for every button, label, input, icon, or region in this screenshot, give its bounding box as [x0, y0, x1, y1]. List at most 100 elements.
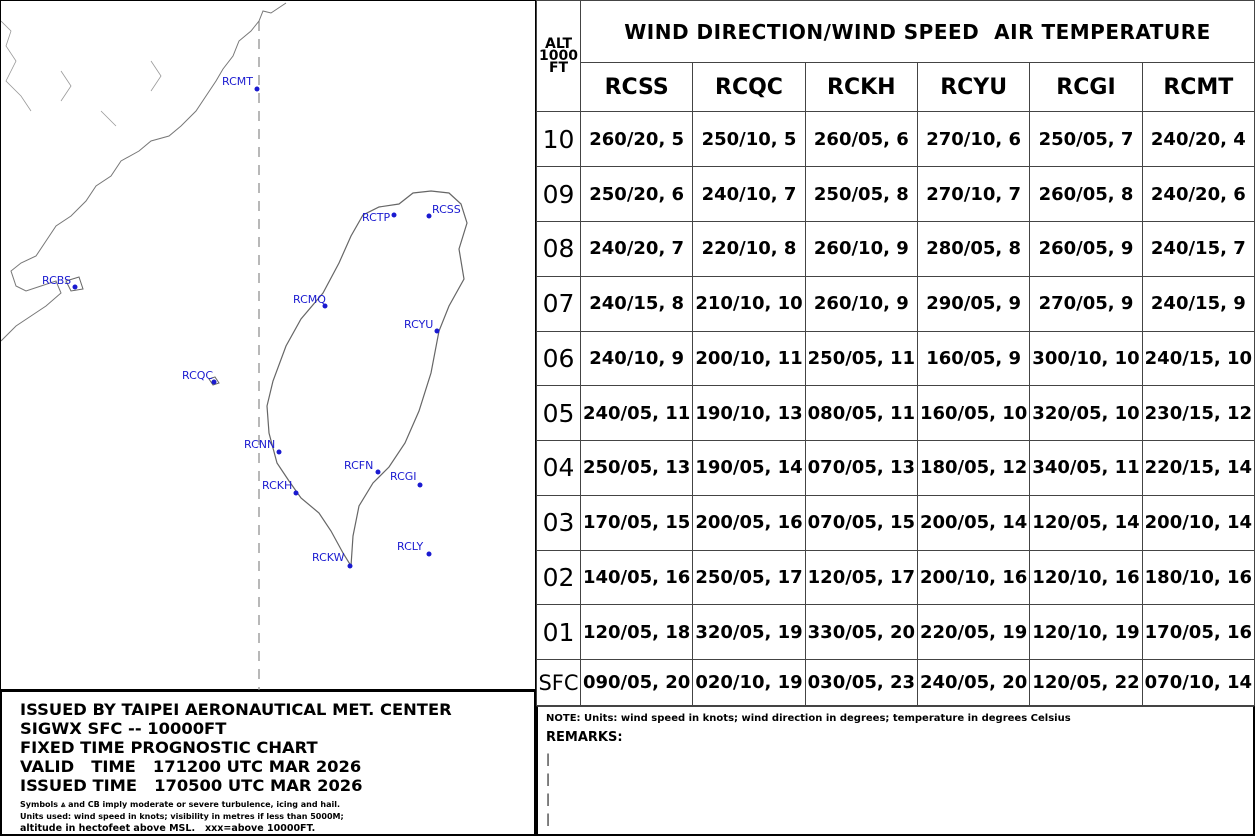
station-label-rcqc: RCQC — [182, 369, 214, 382]
wind-temp-cell: 080/05, 11 — [804, 385, 918, 442]
wind-temp-cell: 020/10, 19 — [692, 659, 806, 706]
wind-temp-cell: 220/10, 8 — [692, 220, 806, 277]
wind-temp-cell: 260/10, 9 — [804, 220, 918, 277]
units-note: NOTE: Units: wind speed in knots; wind d… — [546, 713, 1071, 724]
wind-temp-cell: 260/05, 8 — [1029, 166, 1143, 222]
wind-temp-cell: 320/05, 19 — [692, 604, 806, 661]
wind-temp-cell: 090/05, 20 — [579, 659, 694, 706]
altitude-cell: 03 — [536, 494, 581, 551]
wind-temp-cell: 120/05, 22 — [1029, 659, 1143, 706]
symbols-note: Symbols ⩓ and CB imply moderate or sever… — [20, 800, 341, 809]
station-header-rcgi: RCGI — [1029, 62, 1143, 113]
station-label-rcly: RCLY — [397, 540, 424, 553]
wind-temp-cell: 240/15, 7 — [1141, 220, 1256, 277]
wind-temp-cell: 200/05, 14 — [916, 494, 1031, 551]
wind-temp-cell: 250/05, 11 — [804, 330, 918, 387]
station-dots — [72, 86, 440, 569]
wind-temp-cell: 250/05, 7 — [1029, 111, 1143, 168]
wind-temp-cell: 220/05, 19 — [916, 604, 1031, 661]
wind-temp-cell: 120/10, 19 — [1029, 604, 1143, 661]
wind-temp-cell: 190/10, 13 — [692, 385, 806, 442]
station-label-rctp: RCTP — [362, 211, 391, 224]
units-note: Units used: wind speed in knots; visibil… — [20, 812, 344, 821]
wind-temp-cell: 200/10, 16 — [916, 549, 1031, 606]
altitude-cell: 08 — [536, 220, 581, 277]
wind-temp-cell: 120/05, 18 — [579, 604, 694, 661]
remark-line: | — [546, 792, 551, 806]
wind-temp-cell: 240/10, 7 — [692, 166, 806, 222]
wind-temp-cell: 070/10, 14 — [1141, 659, 1256, 706]
wind-temp-cell: 320/05, 10 — [1029, 385, 1143, 442]
wind-temp-cell: 240/20, 6 — [1141, 166, 1256, 222]
station-label-rcfn: RCFN — [344, 459, 374, 472]
kinmen-island — [65, 276, 84, 292]
wind-temp-cell: 200/10, 11 — [692, 330, 806, 387]
altitude-cell: 05 — [536, 385, 581, 442]
wind-temp-cell: 260/10, 9 — [804, 275, 918, 332]
wind-temp-cell: 280/05, 8 — [916, 220, 1031, 277]
wind-temp-cell: 140/05, 16 — [579, 549, 694, 606]
wind-temp-cell: 200/05, 16 — [692, 494, 806, 551]
wind-temp-cell: 290/05, 9 — [916, 275, 1031, 332]
altitude-cell: 01 — [536, 604, 581, 661]
wind-temp-cell: 250/05, 13 — [579, 440, 694, 496]
wind-temp-cell: 070/05, 15 — [804, 494, 918, 551]
wind-temp-cell: 240/05, 11 — [579, 385, 694, 442]
altitude-cell: 06 — [536, 330, 581, 387]
notes-box: NOTE: Units: wind speed in knots; wind d… — [536, 706, 1255, 836]
wind-temp-cell: 250/05, 8 — [804, 166, 918, 222]
wind-temp-cell: 340/05, 11 — [1029, 440, 1143, 496]
taiwan-coastline — [266, 190, 468, 568]
wind-temp-table: ALT 1000 FT WIND DIRECTION/WIND SPEED AI… — [536, 0, 1257, 706]
wind-temp-cell: 300/10, 10 — [1029, 330, 1143, 387]
alt-header-line: ALT — [545, 36, 572, 53]
wind-temp-cell: 120/10, 16 — [1029, 549, 1143, 606]
remarks-label: REMARKS: — [546, 730, 623, 745]
wind-temp-cell: 220/15, 14 — [1141, 440, 1256, 496]
wind-temp-cell: 330/05, 20 — [804, 604, 918, 661]
wind-temp-cell: 270/10, 6 — [916, 111, 1031, 168]
valid-time-line: VALID TIME 171200 UTC MAR 2026 — [20, 757, 362, 776]
table-title: WIND DIRECTION/WIND SPEED AIR TEMPERATUR… — [580, 0, 1255, 64]
remark-line: | — [546, 772, 551, 786]
station-label-rcyu: RCYU — [404, 318, 434, 331]
wind-temp-cell: 240/20, 4 — [1141, 111, 1256, 168]
station-label-rckh: RCKH — [262, 479, 293, 492]
station-label-rcgi: RCGI — [390, 470, 417, 483]
station-label-rckw: RCKW — [312, 551, 345, 564]
wind-temp-cell: 120/05, 17 — [804, 549, 918, 606]
station-header-rckh: RCKH — [804, 62, 918, 113]
altitude-cell: 04 — [536, 440, 581, 496]
station-label-rcss: RCSS — [432, 203, 461, 216]
station-header-rcss: RCSS — [579, 62, 694, 113]
station-label-rcmq: RCMQ — [293, 293, 326, 306]
wind-temp-cell: 240/10, 9 — [579, 330, 694, 387]
prognostic-line: FIXED TIME PROGNOSTIC CHART — [20, 738, 318, 757]
issuer-line: ISSUED BY TAIPEI AERONAUTICAL MET. CENTE… — [20, 700, 452, 719]
map-panel: RCMT RCTP RCSS RCBS RCMQ RCYU RCQC RCNN … — [0, 0, 536, 691]
wind-temp-cell: 250/05, 17 — [692, 549, 806, 606]
station-label-rcnn: RCNN — [244, 438, 276, 451]
remark-line: | — [546, 752, 551, 766]
wind-temp-cell: 170/05, 15 — [579, 494, 694, 551]
wind-temp-cell: 250/20, 6 — [579, 166, 694, 222]
station-header-rcmt: RCMT — [1141, 62, 1256, 113]
wind-temp-cell: 160/05, 10 — [916, 385, 1031, 442]
station-header-rcqc: RCQC — [692, 62, 806, 113]
wind-temp-cell: 270/05, 9 — [1029, 275, 1143, 332]
altitude-cell: 02 — [536, 549, 581, 606]
station-label-rcmt: RCMT — [222, 75, 253, 88]
wind-temp-cell: 270/10, 7 — [916, 166, 1031, 222]
wind-temp-cell: 170/05, 16 — [1141, 604, 1256, 661]
